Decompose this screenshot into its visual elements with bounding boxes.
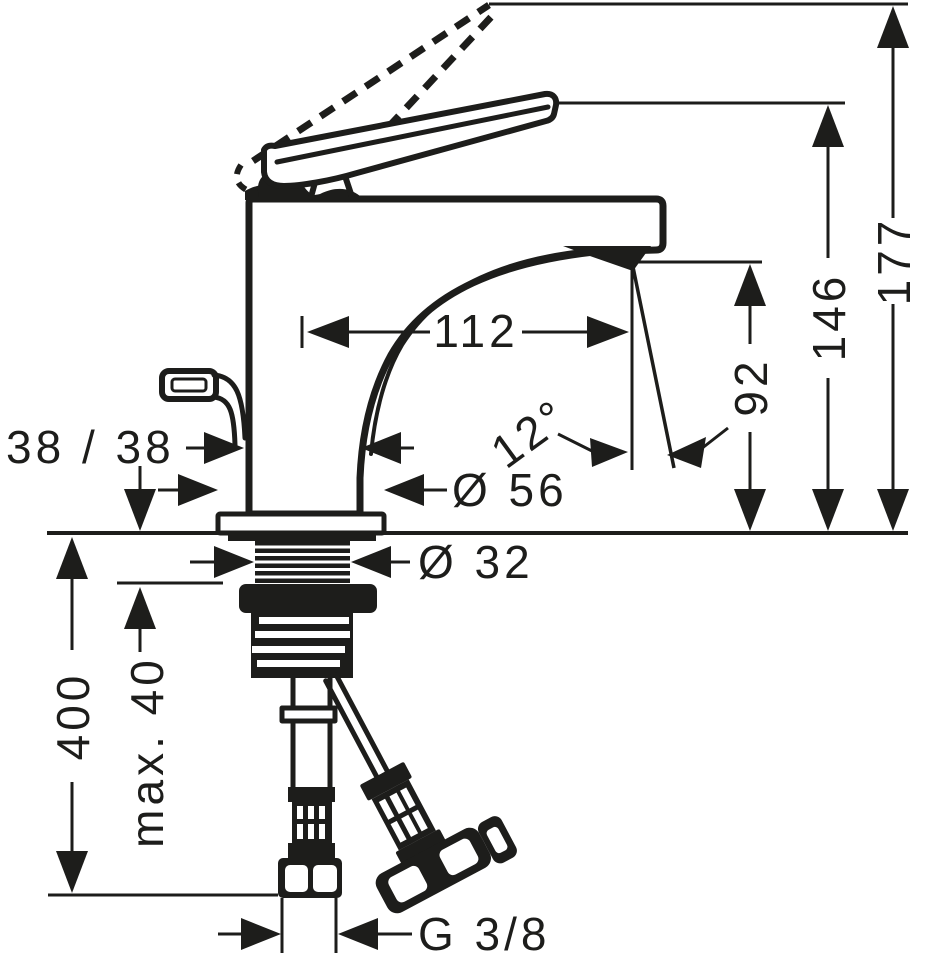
dim-56-arrow-left: [178, 474, 218, 506]
dimension-annotations: 112 12° 92 146: [6, 6, 920, 960]
dim-spout-reach-label: 112: [433, 305, 518, 357]
dim-max-counter-thickness: max. 40: [121, 466, 173, 848]
dim-32-arrow-right: [351, 546, 391, 578]
raised-handle-upper-dash: [251, 2, 491, 164]
dim-max40-arrow-down: [124, 489, 156, 531]
dim-total-height: 177: [868, 6, 920, 531]
dim-connection-thread-label: G 3/8: [418, 908, 551, 960]
mounting-nut-slots: [252, 617, 350, 667]
base-plate-skirt: [228, 533, 376, 541]
dim-shank-diameter: Ø 32: [190, 536, 534, 588]
dim-400-arrow-top: [56, 537, 88, 579]
handle-lever: [245, 90, 560, 200]
dim-handle-height: 146: [803, 105, 855, 531]
supply-hose-right: [323, 672, 517, 914]
hose-braid-slots: [297, 806, 325, 839]
angle-leaders: [557, 426, 729, 453]
supply-pipe: [290, 674, 333, 790]
dim-max-counter-thickness-label: max. 40: [121, 656, 173, 848]
dim-g38-extension-lines: [280, 898, 338, 953]
hose-nut-facet: [313, 865, 337, 892]
dim-hose-length: 400: [47, 537, 99, 893]
supply-hose-left: [278, 674, 342, 898]
dim-177-arrow-top: [877, 6, 909, 48]
dim-38-arrow-right: [361, 432, 401, 464]
dim-handle-height-label: 146: [803, 273, 855, 362]
dim-body-section-label: 38 / 38: [6, 421, 175, 473]
dim-32-arrow-left: [214, 546, 254, 578]
angle-line: [630, 261, 676, 469]
hose-collar: [288, 843, 335, 858]
hose-collar: [396, 829, 447, 866]
escutcheon-base: [215, 511, 387, 541]
lever-blade: [261, 90, 560, 189]
aerator-outlet: [563, 246, 651, 271]
dim-400-arrow-bottom: [56, 851, 88, 893]
dim-146-arrow-bottom: [812, 489, 844, 531]
base-plate: [215, 511, 387, 536]
dim-56-arrow-right: [384, 474, 424, 506]
hose-crimp: [288, 787, 335, 802]
lever-edge-line: [274, 104, 551, 165]
dim-92-arrow-top: [734, 264, 766, 306]
hose-end-cap-face: [486, 826, 508, 854]
dim-92-arrow-bottom: [734, 489, 766, 531]
dim-base-diameter: Ø 56: [158, 464, 568, 516]
pipe-coupling: [279, 705, 338, 724]
dim-112-arrow-right: [587, 316, 629, 348]
dim-max40-arrow-up: [124, 587, 156, 629]
dim-g38-arrow-right: [338, 918, 378, 950]
dim-body-section: 38 / 38: [6, 421, 414, 473]
hose-nut-facet: [285, 865, 308, 892]
dim-connection-thread: G 3/8: [218, 898, 551, 960]
hose-braid: [371, 779, 436, 851]
dim-shank-diameter-label: Ø 32: [418, 536, 534, 588]
spout-inner-wall-line: [369, 248, 594, 456]
hose-braid-slots: [378, 787, 428, 843]
pull-rod-knob: [159, 368, 219, 402]
hose-nut-facet: [388, 865, 428, 903]
dim-spout-angle: 12°: [481, 261, 729, 478]
dim-base-diameter-label: Ø 56: [452, 464, 568, 516]
hose-nut-facet: [439, 838, 479, 876]
angle-arrow-right: [667, 437, 706, 468]
dim-hose-length-label: 400: [47, 672, 99, 761]
pull-rod-knob-face: [170, 377, 208, 393]
dim-outlet-height-label: 92: [725, 357, 777, 416]
dim-total-height-label: 177: [868, 217, 920, 306]
dim-112-lines: [300, 316, 587, 348]
hose-crimp: [360, 762, 412, 801]
dim-g38-arrow-left: [241, 918, 281, 950]
angle-arrow-left: [590, 438, 628, 467]
faucet-product: [159, 2, 667, 914]
pull-rod-tube: [211, 372, 248, 448]
dim-38-arrow-left: [204, 432, 244, 464]
reference-lines: [47, 2, 908, 897]
pull-rod: [159, 368, 248, 448]
dim-177-arrow-bottom: [877, 489, 909, 531]
mounting-shank: [239, 541, 377, 678]
handle-pivot-arc-dash: [233, 163, 253, 195]
dim-146-arrow-top: [812, 105, 844, 147]
shank-threads: [255, 541, 350, 583]
hose-tube: [323, 672, 392, 783]
dim-outlet-height: 92: [725, 264, 777, 531]
dim-112-arrow-left: [307, 316, 349, 348]
mounting-washer: [239, 584, 377, 613]
dim-spout-reach: 112: [300, 305, 629, 357]
